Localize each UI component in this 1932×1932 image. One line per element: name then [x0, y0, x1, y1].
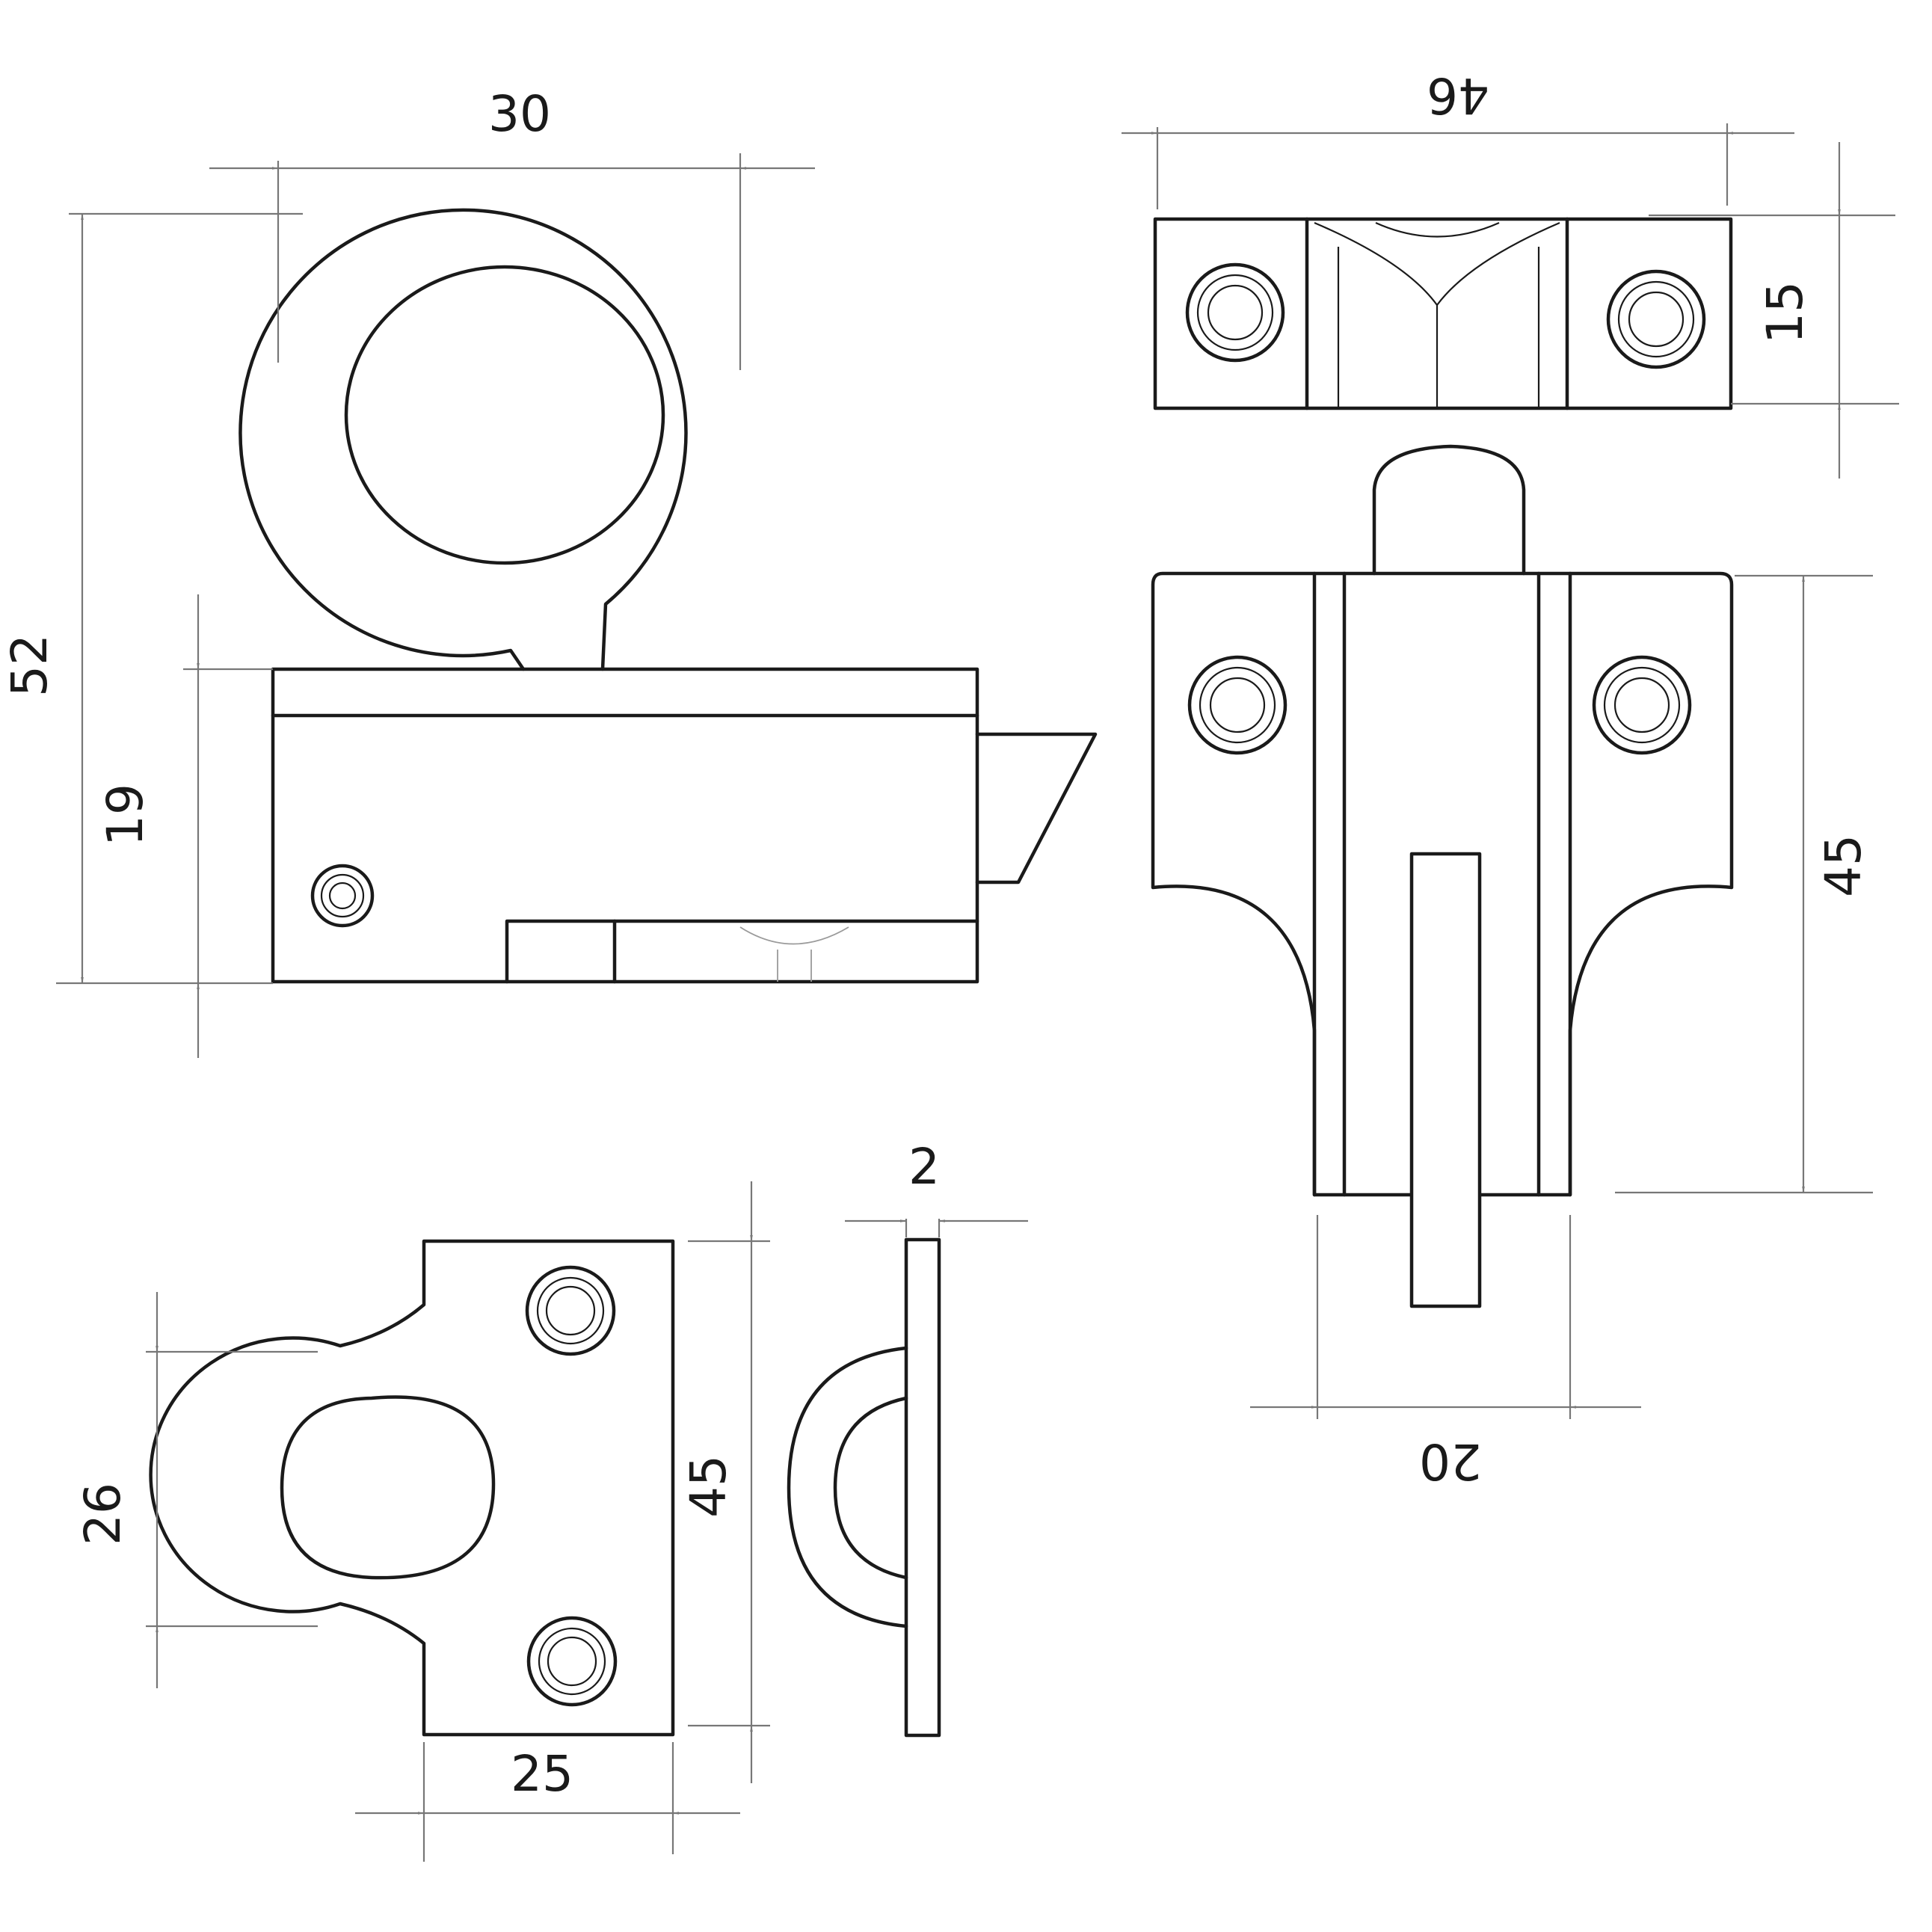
- front-dimension-body-height: 19: [96, 594, 273, 1058]
- base-slot: [505, 919, 979, 984]
- keep-dimension-height: 45: [680, 1181, 770, 1783]
- fastener-body: [271, 667, 979, 984]
- keep-side-ring-inner: [833, 1396, 908, 1580]
- front-view: [239, 208, 1098, 984]
- keep-side-ring-outer: [787, 1346, 908, 1628]
- plan-dimension-slot: 20: [1250, 1215, 1641, 1490]
- top-view-recess: [1314, 221, 1560, 408]
- top-dimension-width: 46: [1122, 67, 1794, 209]
- keep-dimension-thickness: 2: [845, 1138, 1028, 1237]
- dim-label-45-keep: 45: [680, 1455, 737, 1518]
- keep-dimension-width: 25: [355, 1742, 740, 1862]
- top-view-outline: [1153, 217, 1733, 410]
- keep-front-view: [149, 1239, 675, 1737]
- keep-dimension-opening: 26: [74, 1292, 318, 1688]
- top-dimension-depth: 15: [1649, 142, 1899, 479]
- keep-screw-top-outer: [525, 1265, 616, 1356]
- hidden-spring-lines: [739, 926, 849, 982]
- plan-bolt-stem: [1409, 852, 1482, 1308]
- dim-label-19: 19: [96, 784, 154, 846]
- top-screw-right-outer: [1606, 269, 1706, 369]
- top-view: [1153, 217, 1733, 410]
- keep-screw-bottom-outer: [526, 1616, 618, 1707]
- screw-hole-inner: [328, 882, 357, 910]
- front-dimension-width: 30: [209, 85, 815, 370]
- keep-side-plate: [904, 1237, 941, 1738]
- screw-hole-mid: [320, 873, 365, 918]
- dim-label-52: 52: [1, 634, 58, 697]
- screw-hole-outer: [310, 864, 375, 928]
- plan-screw-right-outer: [1592, 655, 1692, 755]
- dim-label-46: 46: [1427, 67, 1489, 124]
- plan-screw-left-outer: [1187, 655, 1288, 755]
- dim-label-45-plan: 45: [1815, 834, 1872, 897]
- dim-label-15: 15: [1756, 281, 1814, 344]
- dim-label-20: 20: [1419, 1433, 1482, 1490]
- dim-label-26: 26: [74, 1483, 132, 1545]
- plan-view: [1151, 444, 1734, 1308]
- keep-side-view: [787, 1237, 941, 1738]
- plan-bolt-nose: [1372, 444, 1526, 576]
- bolt-tip: [975, 732, 1098, 885]
- top-screw-left-outer: [1185, 262, 1285, 363]
- front-dimension-total-height: 52: [1, 212, 303, 985]
- ring-handle-inner: [344, 265, 665, 565]
- dim-label-2: 2: [908, 1138, 940, 1196]
- keep-outline: [149, 1239, 675, 1737]
- ring-handle-outer: [239, 208, 688, 671]
- keep-opening: [280, 1395, 496, 1580]
- dim-label-30: 30: [488, 85, 551, 143]
- dim-label-25: 25: [511, 1745, 573, 1803]
- plan-dimension-height: 45: [1615, 574, 1873, 1194]
